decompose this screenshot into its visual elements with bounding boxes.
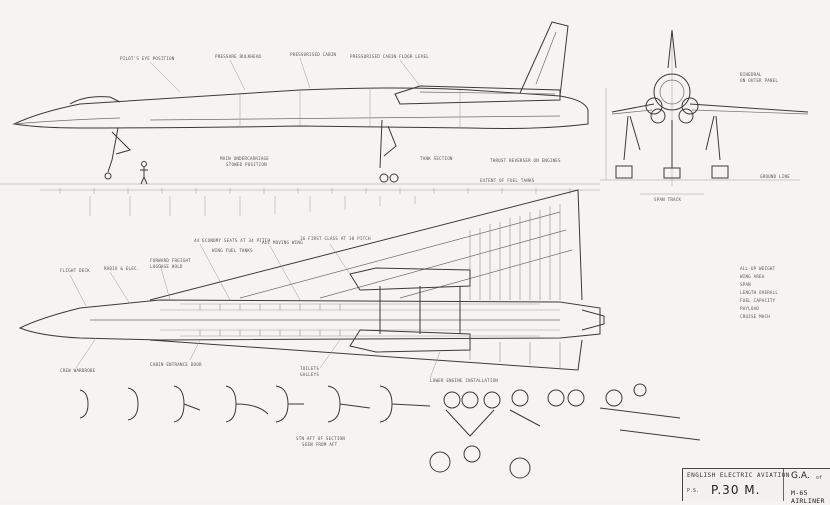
svg-text:CREW WARDROBE: CREW WARDROBE: [60, 368, 96, 373]
svg-text:TOILETS: TOILETS: [300, 366, 319, 371]
svg-text:EXTENT OF FUEL TANKS: EXTENT OF FUEL TANKS: [480, 178, 535, 183]
svg-text:STN AFT OF SECTION: STN AFT OF SECTION: [296, 436, 345, 441]
svg-text:ON OUTER PANEL: ON OUTER PANEL: [740, 78, 778, 83]
svg-text:CABIN ENTRANCE DOOR: CABIN ENTRANCE DOOR: [150, 362, 202, 367]
svg-text:ALL MOVING WING: ALL MOVING WING: [262, 240, 303, 245]
svg-text:TANK SECTION: TANK SECTION: [420, 156, 453, 161]
svg-text:GALLEYS: GALLEYS: [300, 372, 319, 377]
svg-text:GROUND LINE: GROUND LINE: [760, 174, 790, 179]
svg-text:16 FIRST CLASS AT 38 PITCH: 16 FIRST CLASS AT 38 PITCH: [300, 236, 371, 241]
svg-text:PRESSURISED CABIN: PRESSURISED CABIN: [290, 52, 337, 57]
sheet-of: of: [816, 475, 823, 481]
svg-text:SPAN TRACK: SPAN TRACK: [654, 197, 681, 202]
svg-text:SEEN FROM AFT: SEEN FROM AFT: [302, 442, 338, 447]
drawing-label: P.S.: [687, 488, 700, 494]
svg-text:LENGTH OVERALL: LENGTH OVERALL: [740, 290, 778, 295]
svg-text:CRUISE MACH: CRUISE MACH: [740, 314, 770, 319]
cross-sections: STN AFT OF SECTION SEEN FROM AFT: [79, 383, 701, 479]
svg-text:FUEL CAPACITY: FUEL CAPACITY: [740, 298, 776, 303]
svg-text:PRESSURISED CABIN FLOOR LEVEL: PRESSURISED CABIN FLOOR LEVEL: [350, 54, 429, 59]
svg-text:PRESSURE BULKHEAD: PRESSURE BULKHEAD: [215, 54, 262, 59]
plan-view: FLIGHT DECK RADIO & ELEC. FORWARD FREIGH…: [18, 178, 605, 383]
svg-text:ALL-UP WEIGHT: ALL-UP WEIGHT: [740, 266, 776, 271]
aircraft-name: M-65 AIRLINER: [791, 489, 825, 505]
svg-text:STOWED POSITION: STOWED POSITION: [226, 162, 267, 167]
title-block: ENGLISH ELECTRIC AVIATION P.S. P.30 M. G…: [682, 468, 830, 505]
svg-text:WING AREA: WING AREA: [740, 274, 765, 279]
svg-text:THRUST REVERSER ON ENGINES: THRUST REVERSER ON ENGINES: [490, 158, 561, 163]
svg-text:DIHEDRAL: DIHEDRAL: [740, 72, 762, 77]
sheet-title: G.A.: [791, 471, 810, 481]
svg-text:WING FUEL TANKS: WING FUEL TANKS: [212, 248, 253, 253]
svg-text:SPAN: SPAN: [740, 282, 751, 287]
svg-text:MAIN UNDERCARRIAGE: MAIN UNDERCARRIAGE: [220, 156, 269, 161]
svg-text:LOWER ENGINE INSTALLATION: LOWER ENGINE INSTALLATION: [430, 378, 498, 383]
data-notes: ALL-UP WEIGHT WING AREA SPAN LENGTH OVER…: [740, 266, 778, 319]
front-elevation: SPAN TRACK DIHEDRAL ON OUTER PANEL GROUN…: [600, 29, 809, 202]
svg-text:LUGGAGE HOLD: LUGGAGE HOLD: [150, 264, 183, 269]
company-name: ENGLISH ELECTRIC AVIATION: [687, 472, 790, 479]
title-block-divider: [783, 469, 784, 501]
svg-text:FORWARD FREIGHT: FORWARD FREIGHT: [150, 258, 191, 263]
svg-text:FLIGHT DECK: FLIGHT DECK: [60, 268, 90, 273]
svg-text:PAYLOAD: PAYLOAD: [740, 306, 759, 311]
station-scale: [40, 188, 600, 216]
drawing-number: P.30 M.: [711, 483, 761, 497]
side-elevation: PILOT'S EYE POSITION PRESSURE BULKHEAD P…: [0, 21, 600, 185]
svg-text:PILOT'S EYE POSITION: PILOT'S EYE POSITION: [120, 56, 175, 61]
svg-text:44 ECONOMY SEATS AT 34 PITCH: 44 ECONOMY SEATS AT 34 PITCH: [194, 238, 270, 243]
svg-text:RADIO & ELEC.: RADIO & ELEC.: [104, 266, 139, 271]
